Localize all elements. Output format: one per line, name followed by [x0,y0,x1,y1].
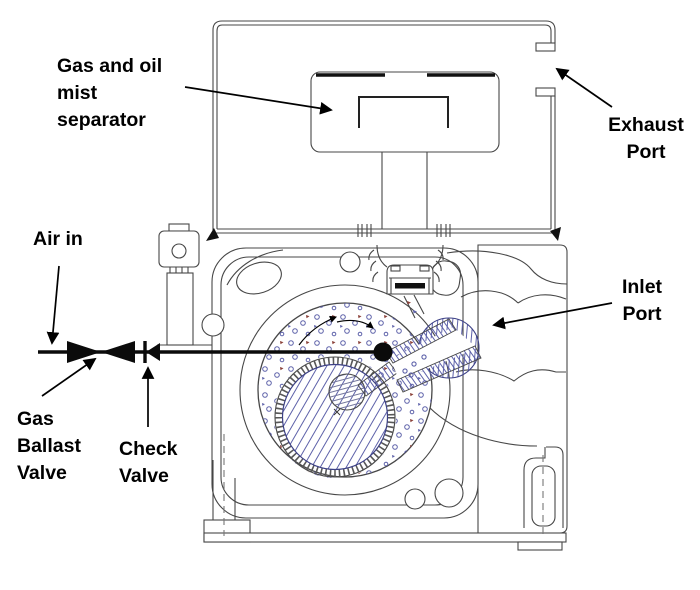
injection-point [373,342,393,362]
inlet-channel-wall-upper [385,318,457,364]
valve-seat [389,277,431,294]
pocket-gills-right [433,249,444,283]
gas-ballast-arrow [41,357,97,397]
separator-label: Gas and oil mist separator [57,55,163,131]
separator-box [310,71,500,153]
annotations [41,67,613,427]
air-in-label: Air in [33,228,83,250]
exhaust-valve-assembly [368,244,444,295]
web-upper-left [226,249,284,286]
discharge-speck-1 [407,301,411,305]
inlet-channel [391,327,477,381]
discharge-channel [403,294,425,319]
discharge-speck-2 [413,310,417,314]
separator-arrow [184,86,333,115]
flange-bolts-left [357,224,372,237]
fitting-cap [158,230,200,268]
valve-plate [395,283,425,289]
web-upper-right [446,250,568,285]
inlet-recess-lower-lip [455,369,566,382]
cover-inner [216,24,552,229]
vane-ring-outer [274,356,396,478]
air-in-arrow [46,265,60,345]
inlet-channel-droplets [402,354,427,378]
separator-inner-baffle [358,96,449,128]
fitting-stem [166,272,194,346]
cover-corner-mark-left [206,228,219,241]
cover-outer [212,20,556,233]
cover-corner-mark-right [550,227,561,241]
right-foot-hook [523,447,546,528]
inlet-channel-wall-lower [396,345,482,393]
bolt-hole-bottom-large [434,478,464,508]
check-valve-label: Check Valve [119,438,178,487]
left-foot [212,460,236,520]
gas-ballast-valve-label: Gas Ballast Valve [17,408,81,484]
vane-ring-hatch [275,357,395,477]
valve-pocket-right [432,244,444,268]
valve-housing [386,264,434,295]
separator-duct [381,152,428,229]
check-valve-symbol [143,341,160,363]
fitting-ticks [169,267,189,273]
right-foot-slot [531,465,556,527]
gas-ballast-line [38,341,393,363]
rotation-arrow-1 [298,315,338,346]
bolt-hole-left [201,313,225,337]
base-plate [203,532,567,543]
gas-ballast-valve-symbol [67,341,135,363]
rear-housing-outline [477,244,568,534]
right-foot-edge [546,446,564,528]
exhaust-port-label: Exhaust Port [608,114,684,163]
oil-box-cover [206,20,561,241]
valve-pocket-left [376,244,388,268]
exhaust-lip-upper [535,42,556,52]
fitting-cap-bolt [171,243,187,259]
inlet-port-label: Inlet Port [621,276,663,325]
fitting-cap-tab [168,223,190,232]
flange-bolts-right [436,224,451,237]
cylinder-outer-wall [239,284,451,496]
inlet-recess-right-lip [517,294,567,304]
cover-right-wall [550,96,556,233]
shaft-center-mark [333,408,341,416]
bolt-hole-top [339,251,361,273]
web-hole-left [236,261,282,295]
valve-tab-right [419,265,430,272]
inlet-arrow [492,302,613,330]
pump-body [157,223,568,551]
exhaust-arrow [555,67,613,108]
web-lower-right [428,406,538,447]
right-foot-pad [517,541,563,551]
bolt-hole-bottom-small [404,488,426,510]
valve-tab-left [390,265,401,272]
shaft [328,373,366,411]
cover-bottom [213,228,555,234]
inlet-recess-upper-lip [460,290,519,304]
pocket-gills-left [368,249,379,283]
rotation-arrow-2 [336,319,374,329]
exhaust-lip-lower [535,87,556,97]
